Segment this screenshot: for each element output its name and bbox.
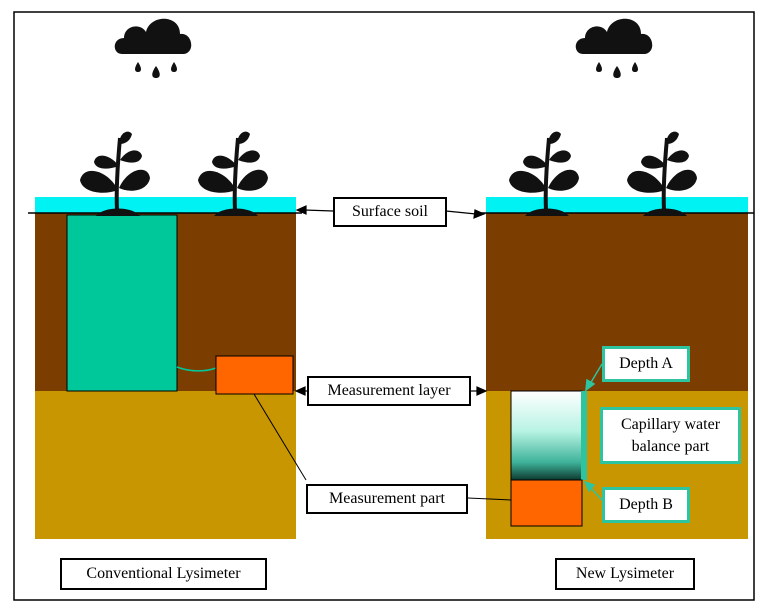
capillary-line-2: balance part: [631, 437, 710, 455]
capillary-water-balance-part: [510, 390, 583, 481]
rain-cloud-icon: [114, 18, 192, 78]
measurement-layer-arrows: [294, 386, 488, 396]
depth-b-arrow: [583, 480, 603, 501]
capillary-line-1: Capillary water: [620, 415, 721, 433]
capillary-side-strip: [581, 391, 587, 480]
measurement-layer-label: Measurement layer: [307, 376, 471, 406]
new-measurement-part: [510, 479, 583, 527]
new-lysimeter-label: New Lysimeter: [555, 558, 695, 590]
capillary-water-label: Capillary water balance part: [600, 407, 741, 464]
surface-soil-label: Surface soil: [333, 197, 447, 227]
depth-a-label: Depth A: [602, 346, 690, 382]
surface-soil-arrows: [295, 205, 486, 219]
conventional-lysimeter-label: Conventional Lysimeter: [60, 558, 267, 590]
left-subsoil: [35, 391, 296, 539]
measurement-part-label: Measurement part: [306, 484, 468, 514]
conventional-connector: [176, 366, 217, 372]
measurement-part-leader-right: [467, 497, 512, 501]
depth-a-arrow: [585, 363, 603, 392]
conventional-column: [66, 214, 178, 392]
depth-b-label: Depth B: [602, 487, 690, 523]
rain-cloud-icon: [575, 18, 653, 78]
figure-border: [13, 11, 755, 601]
conventional-measurement-part: [215, 355, 294, 395]
measurement-part-leader-left: [253, 393, 307, 481]
